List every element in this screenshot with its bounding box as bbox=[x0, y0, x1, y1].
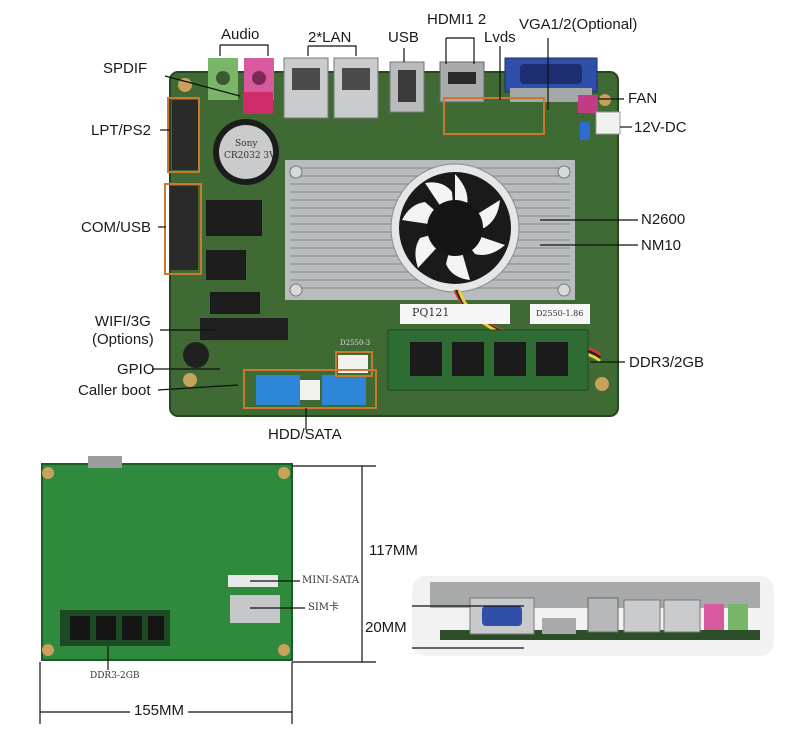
ddr-bottom-label: DDR3-2GB bbox=[90, 671, 140, 681]
audio-label: Audio bbox=[221, 26, 260, 43]
fan-label: FAN bbox=[628, 90, 658, 107]
battery-model: CR2032 3V bbox=[224, 151, 276, 161]
com-usb-label: COM/USB bbox=[81, 219, 152, 236]
mount-hole bbox=[183, 373, 197, 387]
caller-boot-label: Caller boot bbox=[78, 382, 151, 399]
mount-hole bbox=[599, 94, 611, 106]
battery-brand: Sony bbox=[235, 139, 258, 149]
lpt-ps2-label: LPT/PS2 bbox=[91, 122, 152, 139]
ddr-label: DDR3/2GB bbox=[629, 354, 705, 371]
highlight-sata bbox=[243, 369, 377, 409]
sata-port-1 bbox=[256, 375, 300, 405]
lvds-label: Lvds bbox=[484, 29, 516, 46]
mount-hole bbox=[595, 377, 609, 391]
vga-label: VGA1/2(Optional) bbox=[519, 16, 638, 33]
bottom-board bbox=[39, 456, 376, 724]
lan-label: 2*LAN bbox=[308, 29, 352, 46]
side-view bbox=[412, 576, 774, 656]
hdd-sata-label: HDD/SATA bbox=[268, 426, 342, 443]
top-board bbox=[152, 37, 638, 430]
capacitor bbox=[578, 95, 598, 113]
mini-pcie-slot bbox=[200, 318, 288, 340]
cpu-label: N2600 bbox=[641, 211, 686, 228]
cmos-battery bbox=[219, 125, 273, 179]
highlight-gpio bbox=[335, 351, 373, 377]
highlight-lpt bbox=[167, 97, 200, 173]
wifi-3g-label: WIFI/3G (Options) bbox=[92, 313, 154, 348]
lpt-header bbox=[172, 100, 198, 170]
mount-hole bbox=[178, 78, 192, 92]
spdif-label: SPDIF bbox=[103, 60, 148, 77]
buzzer bbox=[183, 342, 209, 368]
com-header bbox=[170, 186, 198, 270]
highlight-lvds bbox=[443, 97, 545, 135]
chip bbox=[206, 250, 246, 280]
board-code: PQ121 bbox=[412, 306, 450, 319]
cpu-code: D2550-1.86 bbox=[536, 309, 584, 318]
sim-label: SIM卡 bbox=[308, 602, 340, 613]
dc-jack bbox=[595, 111, 621, 135]
usb-label: USB bbox=[388, 29, 419, 46]
side-pcb bbox=[440, 630, 760, 640]
chip bbox=[206, 200, 262, 236]
height-dimension-label: 117MM bbox=[369, 542, 418, 559]
sim-slot bbox=[230, 595, 280, 623]
chipset-label: NM10 bbox=[641, 237, 682, 254]
thickness-label: 20MM bbox=[365, 619, 407, 636]
highlight-com bbox=[164, 183, 202, 275]
mini-sata-label: MINI-SATA bbox=[302, 575, 360, 586]
gpio-label: GPIO bbox=[117, 361, 155, 378]
board-marking: D2550-3 bbox=[340, 339, 371, 347]
chip bbox=[210, 292, 260, 314]
board-label-sticker bbox=[400, 304, 510, 324]
sata-port-2 bbox=[322, 375, 366, 405]
width-dimension-label: 155MM bbox=[130, 703, 189, 718]
hdmi-label: HDMI1 2 bbox=[427, 11, 487, 28]
dc-label: 12V-DC bbox=[634, 119, 687, 136]
spdif-connector bbox=[243, 92, 273, 114]
fan-hub bbox=[427, 200, 483, 256]
